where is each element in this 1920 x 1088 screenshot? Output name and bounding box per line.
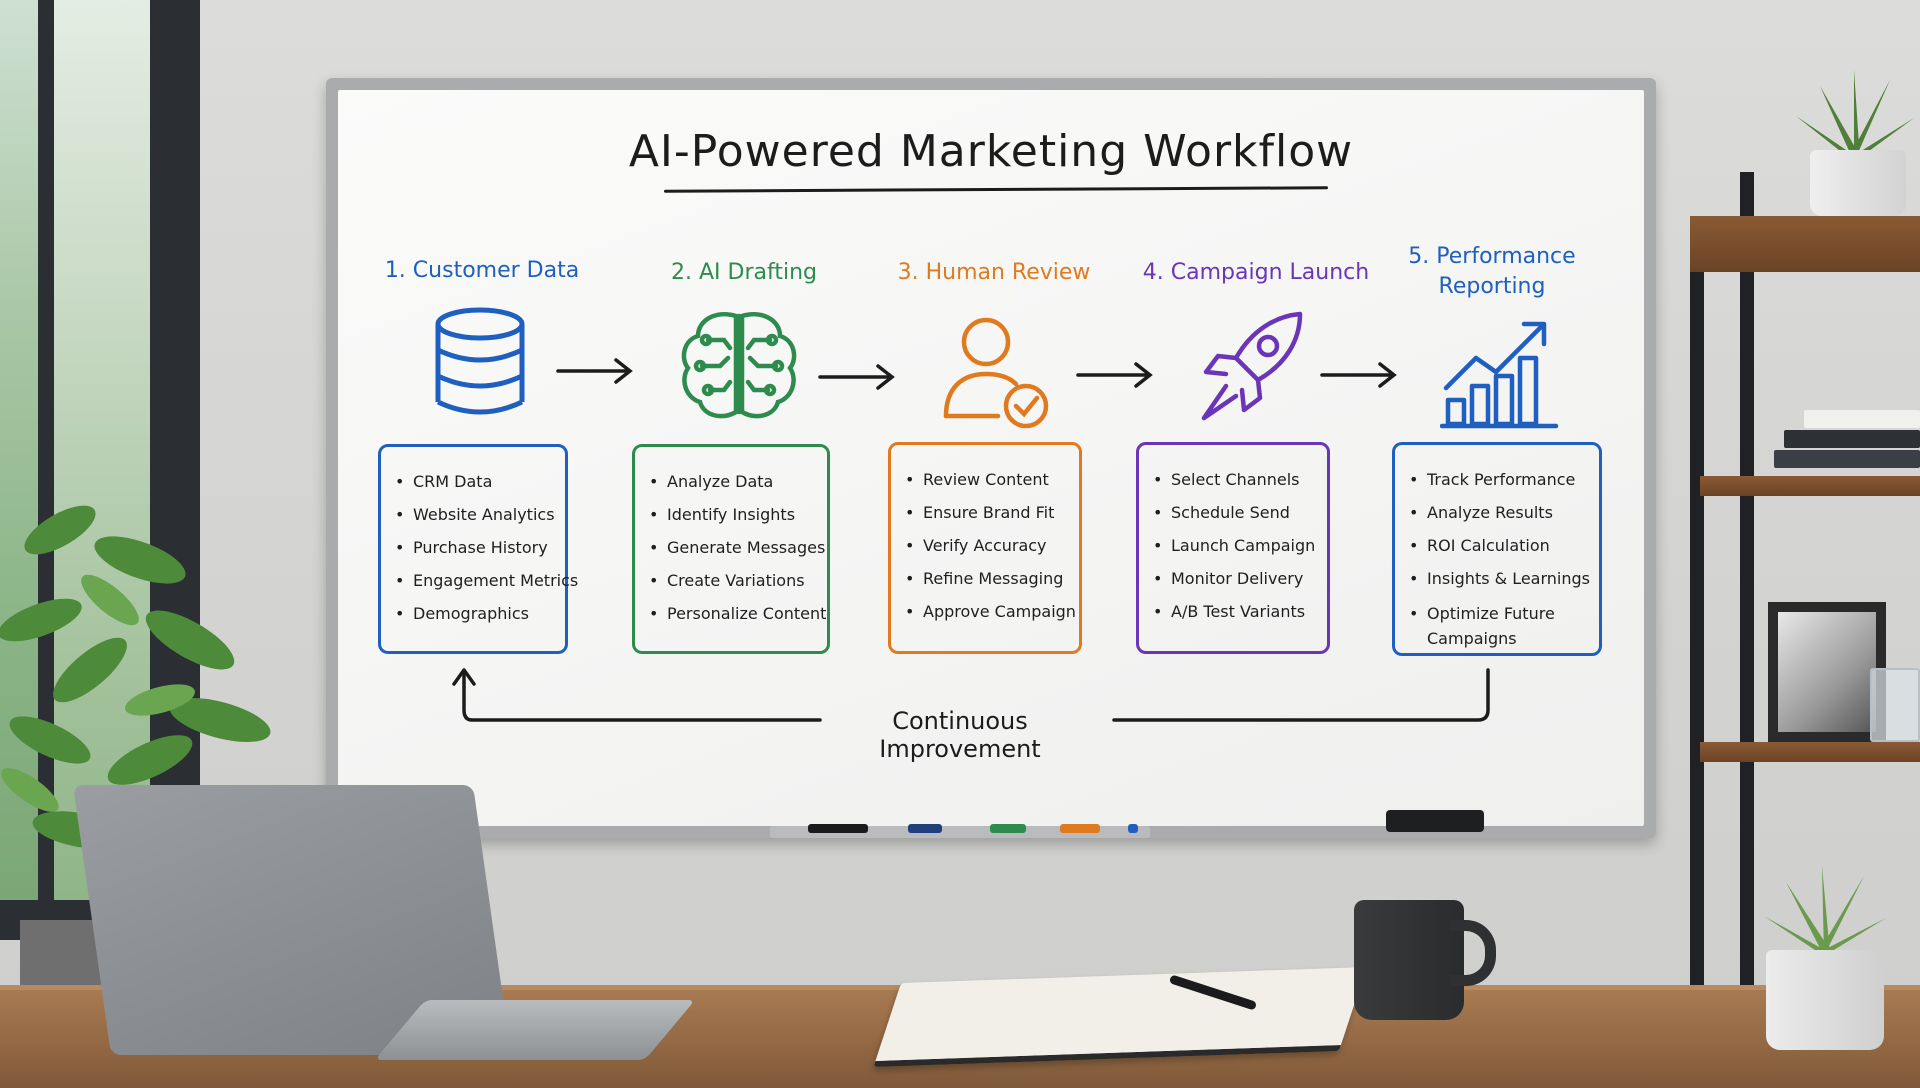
list-item: Ensure Brand Fit [905,496,1067,529]
step-3-title: 3. Human Review [897,260,1091,285]
window-mullion [38,0,54,900]
rocket-icon [1201,311,1303,421]
potted-plant-desk [1764,866,1886,956]
arrow-2-to-3 [818,364,895,390]
list-item: Engagement Metrics [395,564,578,597]
step-4-list: Select Channels Schedule Send Launch Cam… [1153,463,1315,628]
whiteboard [326,78,1656,838]
list-item: Schedule Send [1153,496,1315,529]
step-5-title-line1: 5. Performance [1408,244,1576,269]
step-2-title: 2. AI Drafting [671,260,817,285]
bar-chart-growth-icon [1440,321,1559,429]
list-item: Identify Insights [649,498,815,531]
list-item: Personalize Content [649,597,826,630]
brain-circuit-icon [681,312,797,419]
list-item: Demographics [395,597,553,630]
whiteboard-title: AI-Powered Marketing Workflow [628,126,1354,177]
list-item: Purchase History [395,531,553,564]
step-1-list: CRM Data Website Analytics Purchase Hist… [395,465,578,630]
list-item: ROI Calculation [1409,529,1587,562]
marker-orange [1060,824,1100,833]
step-5-title-line2: Reporting [1438,274,1546,299]
list-item: CRM Data [395,465,553,498]
open-notebook [873,966,1367,1068]
list-item: Select Channels [1153,463,1315,496]
step-4-box: Select Channels Schedule Send Launch Cam… [1136,442,1330,654]
laptop-keyboard-base [374,1000,696,1060]
photo-frame [1768,602,1886,742]
database-icon [435,307,525,415]
list-item: Create Variations [649,564,815,597]
shelf-board [1690,216,1920,272]
step-5-box: Track Performance Analyze Results ROI Ca… [1392,442,1602,656]
marker-green [990,824,1026,833]
list-item: Generate Messages [649,531,825,564]
whiteboard-surface [338,90,1644,826]
continuous-improvement-loop [452,668,1490,722]
step-1-title: 1. Customer Data [384,258,580,283]
list-item: Refine Messaging [905,562,1067,595]
book [1774,450,1920,468]
step-2-list: Analyze Data Identify Insights Generate … [649,465,826,630]
list-item: Analyze Results [1409,496,1587,529]
list-item: Approve Campaign [905,595,1076,628]
step-1-box: CRM Data Website Analytics Purchase Hist… [378,444,578,654]
step-3-box: Review Content Ensure Brand Fit Verify A… [888,442,1082,654]
marker-black [808,824,868,833]
step-2-box: Analyze Data Identify Insights Generate … [632,444,830,654]
user-check-icon [943,317,1049,429]
list-item: Insights & Learnings [1409,562,1590,595]
arrow-4-to-5 [1320,362,1397,388]
arrow-1-to-2 [556,358,633,384]
shelf-post [1740,172,1754,990]
step-4-title: 4. Campaign Launch [1142,260,1370,285]
shelf-board [1700,476,1920,496]
shelf-post [1690,220,1704,990]
shelf-board [1700,742,1920,762]
step-5-title: 5. Performance Reporting [1372,242,1612,302]
list-item: A/B Test Variants [1153,595,1315,628]
list-item: Track Performance [1409,463,1587,496]
continuous-improvement-label: Continuous Improvement [879,707,1041,763]
arrow-3-to-4 [1076,362,1153,388]
plant-pot-top [1810,150,1906,216]
book [1784,430,1920,448]
whiteboard-eraser [1386,810,1484,832]
list-item: Optimize Future Campaigns [1409,601,1587,651]
list-item: Website Analytics [395,498,555,531]
step-5-list: Track Performance Analyze Results ROI Ca… [1409,463,1590,651]
drinking-glass [1870,668,1920,742]
list-item: Analyze Data [649,465,815,498]
plant-pot-desk [1766,950,1884,1050]
list-item: Verify Accuracy [905,529,1067,562]
marker-navy [908,824,942,833]
mug-handle [1450,920,1496,986]
step-3-list: Review Content Ensure Brand Fit Verify A… [905,463,1076,628]
list-item: Review Content [905,463,1067,496]
book [1804,410,1920,428]
marker-blue [1128,824,1138,833]
list-item: Monitor Delivery [1153,562,1315,595]
list-item: Launch Campaign [1153,529,1315,562]
coffee-mug [1354,900,1464,1020]
